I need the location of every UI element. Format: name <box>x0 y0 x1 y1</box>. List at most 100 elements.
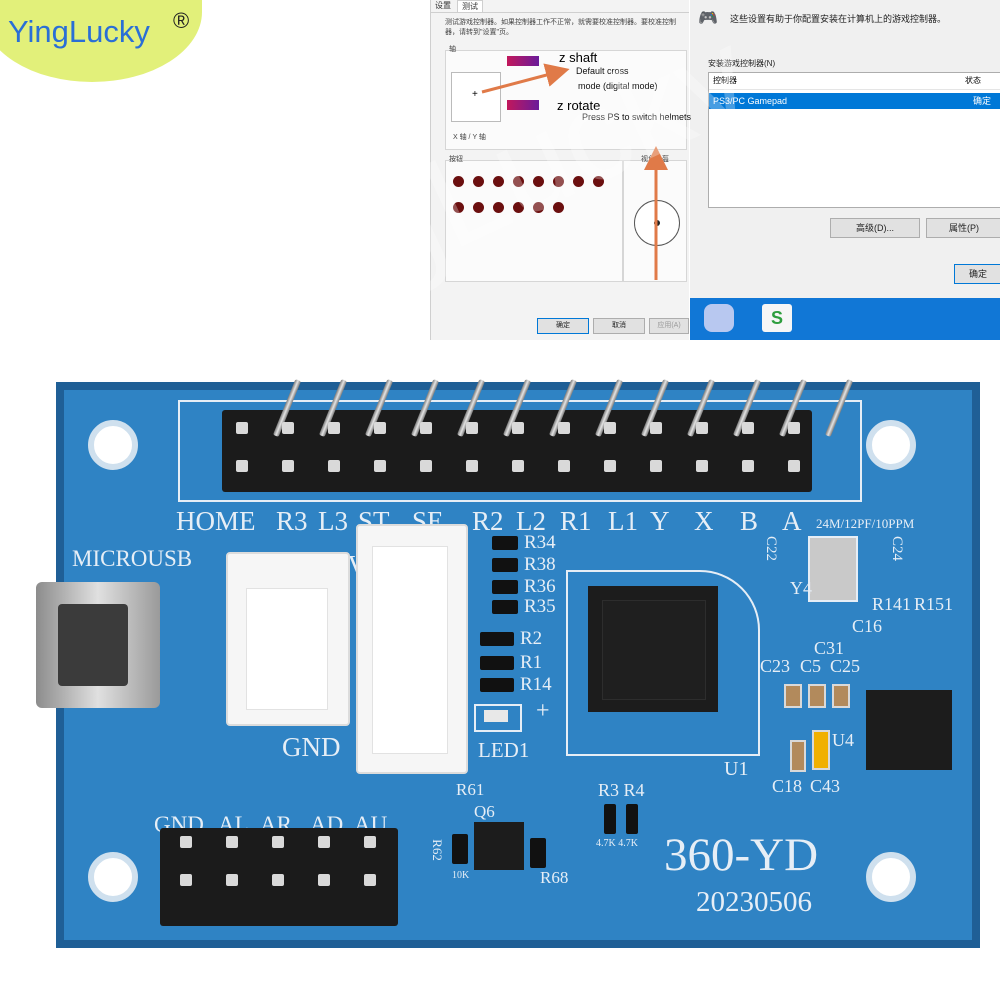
apply-button[interactable]: 应用(A) <box>649 318 689 334</box>
header-pin <box>696 460 708 472</box>
label-r1: R1 <box>560 506 592 536</box>
label-u4: U4 <box>832 730 854 750</box>
resistor <box>492 600 518 614</box>
button-indicator <box>513 176 524 187</box>
list-item[interactable]: PS3/PC Gamepad 确定 <box>709 93 1000 109</box>
column-status[interactable]: 状态 <box>965 76 981 85</box>
annotation-mode: mode (digital mode) <box>578 81 658 91</box>
label-c25: C25 <box>830 656 861 676</box>
mounting-hole <box>88 852 138 902</box>
label-c31: C31 <box>814 638 845 658</box>
controllers-list: 控制器 状态 PS3/PC Gamepad 确定 <box>708 72 1000 208</box>
header-pin <box>650 460 662 472</box>
label-microusb: MICROUSB <box>72 546 193 571</box>
ok-button-right[interactable]: 确定 <box>954 264 1000 284</box>
eeprom-chip-u4 <box>866 690 952 770</box>
joystick-header-pin <box>226 874 238 886</box>
properties-button[interactable]: 属性(P) <box>926 218 1000 238</box>
signal-connector[interactable] <box>356 524 468 774</box>
led-body <box>484 710 508 722</box>
resistor <box>480 656 514 670</box>
xy-axis-box: + <box>451 72 501 122</box>
capacitor <box>832 684 850 708</box>
tantalum-capacitor <box>812 730 830 770</box>
z-axis-bar <box>507 56 539 66</box>
joystick-header-pin <box>226 836 238 848</box>
resistor <box>492 536 518 550</box>
label-u1: U1 <box>724 758 749 780</box>
list-header: 控制器 状态 <box>709 73 1000 90</box>
label-r141: R141 <box>872 594 912 614</box>
tab-test[interactable]: 测试 <box>457 0 483 12</box>
label-c24: C24 <box>889 535 906 562</box>
resistor <box>604 804 616 834</box>
label-y4: Y4 <box>790 578 812 598</box>
windows-taskbar: S <box>690 298 1000 340</box>
controller-status: 确定 <box>973 96 992 106</box>
button-indicator <box>473 176 484 187</box>
annotation-z-rotate: z rotate <box>557 98 601 113</box>
cancel-button[interactable]: 取消 <box>593 318 645 334</box>
label-y: Y <box>650 506 670 536</box>
resistor <box>530 838 546 868</box>
advanced-button[interactable]: 高级(D)... <box>830 218 920 238</box>
header-pin <box>236 422 248 434</box>
label-r151: R151 <box>914 594 954 614</box>
header-pin <box>558 460 570 472</box>
label-r68: R68 <box>540 868 569 887</box>
micro-usb-port[interactable] <box>36 582 160 708</box>
crystal-spec: 24M/12PF/10PPM <box>816 516 915 531</box>
registered-mark: ® <box>173 8 190 33</box>
label-x: X <box>694 506 714 536</box>
led1 <box>474 704 522 732</box>
model-name: 360-YD <box>664 829 819 881</box>
button-indicator <box>493 202 504 213</box>
label-c43: C43 <box>810 776 841 796</box>
joystick-header-pin <box>180 836 192 848</box>
header-pin <box>512 422 524 434</box>
capacitor <box>808 684 826 708</box>
connector-housing <box>372 546 448 754</box>
controllers-intro-text: 这些设置有助于你配置安装在计算机上的游戏控制器。 <box>730 14 947 24</box>
buttons-group-label: 按钮 <box>449 156 463 163</box>
label-r1: R1 <box>520 652 543 673</box>
joystick-header-pin <box>364 874 376 886</box>
tab-settings[interactable]: 设置 <box>435 1 451 10</box>
header-pin <box>374 460 386 472</box>
header-pin <box>742 422 754 434</box>
label-b: B <box>740 506 759 536</box>
transistor-q6 <box>474 822 524 870</box>
spreadsheet-taskbar-icon[interactable]: S <box>762 304 792 332</box>
model-date: 20230506 <box>696 886 812 918</box>
header-pin <box>788 422 800 434</box>
label-c5: C5 <box>800 656 822 676</box>
header-pin <box>512 460 524 472</box>
brand-name: YingLucky <box>8 14 150 49</box>
label-l2: L2 <box>516 506 546 536</box>
header-pin <box>328 460 340 472</box>
button-indicator <box>453 176 464 187</box>
label-c18: C18 <box>772 776 803 796</box>
button-indicator <box>473 202 484 213</box>
label-c23: C23 <box>760 656 791 676</box>
annotation-arrows <box>481 63 668 280</box>
label-r4-values: 4.7K 4.7K <box>596 838 638 849</box>
label-r14: R14 <box>520 674 552 695</box>
game-controllers-taskbar-icon[interactable] <box>704 304 734 332</box>
label-r36: R36 <box>524 576 556 597</box>
label-r38: R38 <box>524 554 556 575</box>
annotation-press-ps: Press PS to switch helmets <box>582 112 692 122</box>
resistor-group-a: R34 R38 R36 R35 <box>488 532 568 617</box>
label-c22: C22 <box>763 535 780 562</box>
ok-button[interactable]: 确定 <box>537 318 589 334</box>
power-connector[interactable] <box>226 552 350 726</box>
mounting-hole <box>866 420 916 470</box>
dialog-tabs: 设置 测试 <box>431 0 689 13</box>
game-controller-test-dialog: 设置 测试 测试游戏控制器。如果控制器工作不正常，就需要校准控制器。要校准控制器… <box>430 0 689 340</box>
label-q6: Q6 <box>474 802 495 821</box>
resistor-group-b: R2 R1 R14 <box>476 628 566 698</box>
column-controller[interactable]: 控制器 <box>713 76 737 85</box>
label-r2: R2 <box>520 628 543 649</box>
resistor <box>452 834 468 864</box>
resistor <box>480 678 514 692</box>
